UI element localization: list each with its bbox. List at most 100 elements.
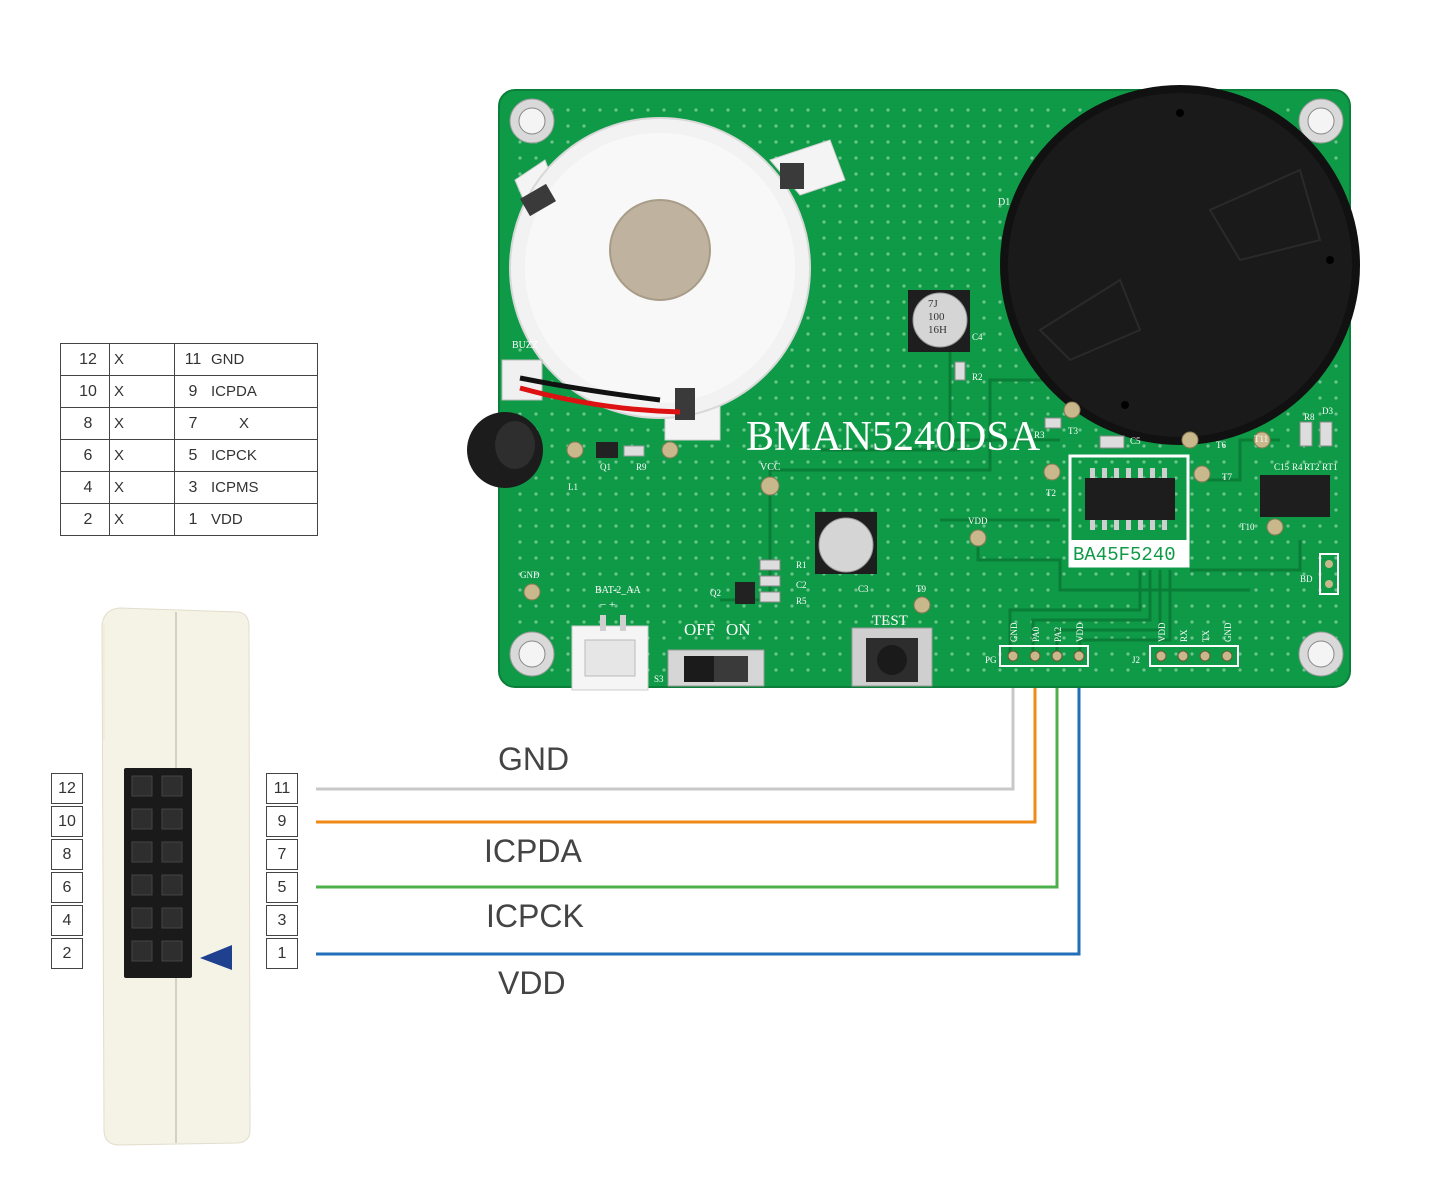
- switch-on-label: ON: [726, 620, 751, 639]
- battery-connector: [571, 615, 649, 691]
- silkscreen-label: R2: [972, 372, 983, 382]
- wire-group: [316, 660, 1081, 956]
- pin-signal: ICPMS: [211, 471, 318, 504]
- connector-socket: [131, 775, 153, 797]
- mounting-hole: [1298, 98, 1344, 144]
- silkscreen-label: D3: [1322, 406, 1333, 416]
- program-header: [999, 645, 1089, 667]
- connector-socket: [131, 940, 153, 962]
- mounting-hole: [509, 631, 555, 677]
- mounting-hole: [1298, 631, 1344, 677]
- chip-label: BA45F5240: [1073, 544, 1176, 566]
- mounting-hole: [509, 98, 555, 144]
- wire-label: ICPDA: [484, 833, 582, 869]
- test-button: [851, 627, 933, 687]
- vcc-label: VCC: [760, 462, 781, 473]
- connector-socket: [131, 907, 153, 929]
- wire-label: ICPCK: [486, 898, 584, 934]
- buzzer: [509, 117, 846, 441]
- pin-signal: X: [109, 503, 175, 536]
- cap-text: 7J: [928, 298, 939, 310]
- silkscreen-label: T3: [1068, 426, 1078, 436]
- wire-vdd: [316, 660, 1081, 956]
- pin-number: 12: [60, 343, 110, 376]
- silkscreen-label: L1: [568, 482, 578, 492]
- test-label: TEST: [872, 613, 908, 629]
- silkscreen-label: T11: [1254, 434, 1268, 444]
- pin-number: 1: [174, 503, 211, 536]
- silkscreen-label: C5: [1130, 436, 1141, 446]
- silkscreen-label: T7: [1222, 472, 1232, 482]
- pin-number: 7: [174, 407, 211, 440]
- connector-socket: [161, 874, 183, 896]
- silkscreen-label: C15: [1274, 462, 1290, 472]
- silkscreen-label: Q1: [600, 462, 611, 472]
- connector-socket: [161, 841, 183, 863]
- switch-off-label: OFF: [684, 620, 715, 639]
- buzzer-label: BUZZ: [512, 340, 538, 351]
- connector-pin-label: 11: [266, 773, 298, 804]
- header-pin-label: PA0: [1031, 626, 1041, 642]
- pin-signal: X: [109, 343, 175, 376]
- board-title: BMAN5240DSA: [746, 414, 1041, 460]
- programmer-device: [101, 607, 251, 1146]
- silkscreen-label: R4: [1292, 462, 1303, 472]
- connector-pin-label: 9: [266, 806, 298, 837]
- silkscreen-label: S3: [654, 674, 664, 684]
- connector-pin-label: 6: [51, 872, 83, 903]
- battery-label: BAT-2_AA: [595, 585, 642, 596]
- connector-socket: [131, 808, 153, 830]
- silkscreen-label: T9: [916, 584, 926, 594]
- gnd-pad-label: GND: [520, 570, 540, 580]
- silkscreen-label: T10: [1240, 522, 1255, 532]
- silkscreen-label: R5: [796, 596, 807, 606]
- connector-socket: [161, 775, 183, 797]
- connector-pin-label: 2: [51, 938, 83, 969]
- smoke-sensor-d1: [1000, 85, 1360, 445]
- silkscreen-label: R8: [1304, 412, 1315, 422]
- connector-pin-label: 3: [266, 905, 298, 936]
- wire-gnd: [316, 660, 1015, 791]
- pin1-marker-icon: [200, 945, 232, 970]
- connector-pin-label: 10: [51, 806, 83, 837]
- bd-label: BD: [1300, 574, 1313, 584]
- header-pin-label: RX: [1179, 629, 1189, 642]
- connector-pin-label: 8: [51, 839, 83, 870]
- header-pin-label: GND: [1009, 622, 1019, 642]
- pin-signal: ICPCK: [211, 439, 318, 472]
- pin-signal: GND: [211, 343, 318, 376]
- silkscreen-label: Q2: [710, 588, 721, 598]
- wire-icpck: [316, 660, 1059, 889]
- silkscreen-label: R3: [1034, 430, 1045, 440]
- pin-number: 9: [174, 375, 211, 408]
- wire-icpda: [316, 660, 1037, 824]
- sensor-label: D1: [998, 197, 1010, 208]
- vdd-pad-label: VDD: [968, 516, 988, 526]
- pin-number: 2: [60, 503, 110, 536]
- silkscreen-label: R9: [636, 462, 647, 472]
- connector-socket: [131, 874, 153, 896]
- header-pin-label: VDD: [1075, 622, 1085, 642]
- component-block: [1260, 475, 1330, 517]
- connector-pin-label: 1: [266, 938, 298, 969]
- silkscreen-label: RT1: [1322, 462, 1337, 472]
- header-pin-label: VDD: [1157, 622, 1167, 642]
- cap-text: 16H: [928, 324, 947, 336]
- power-switch: [667, 649, 765, 687]
- silkscreen-label: C4: [972, 332, 983, 342]
- connector-pin-label: 12: [51, 773, 83, 804]
- silkscreen-label: RT2: [1304, 462, 1319, 472]
- header-pin-label: PA2: [1053, 627, 1063, 642]
- wire-label: VDD: [498, 965, 566, 1001]
- header-pin-label: GND: [1223, 622, 1233, 642]
- battery-polarity: − +: [600, 599, 615, 611]
- uart-header: [1149, 645, 1239, 667]
- connector-socket: [161, 907, 183, 929]
